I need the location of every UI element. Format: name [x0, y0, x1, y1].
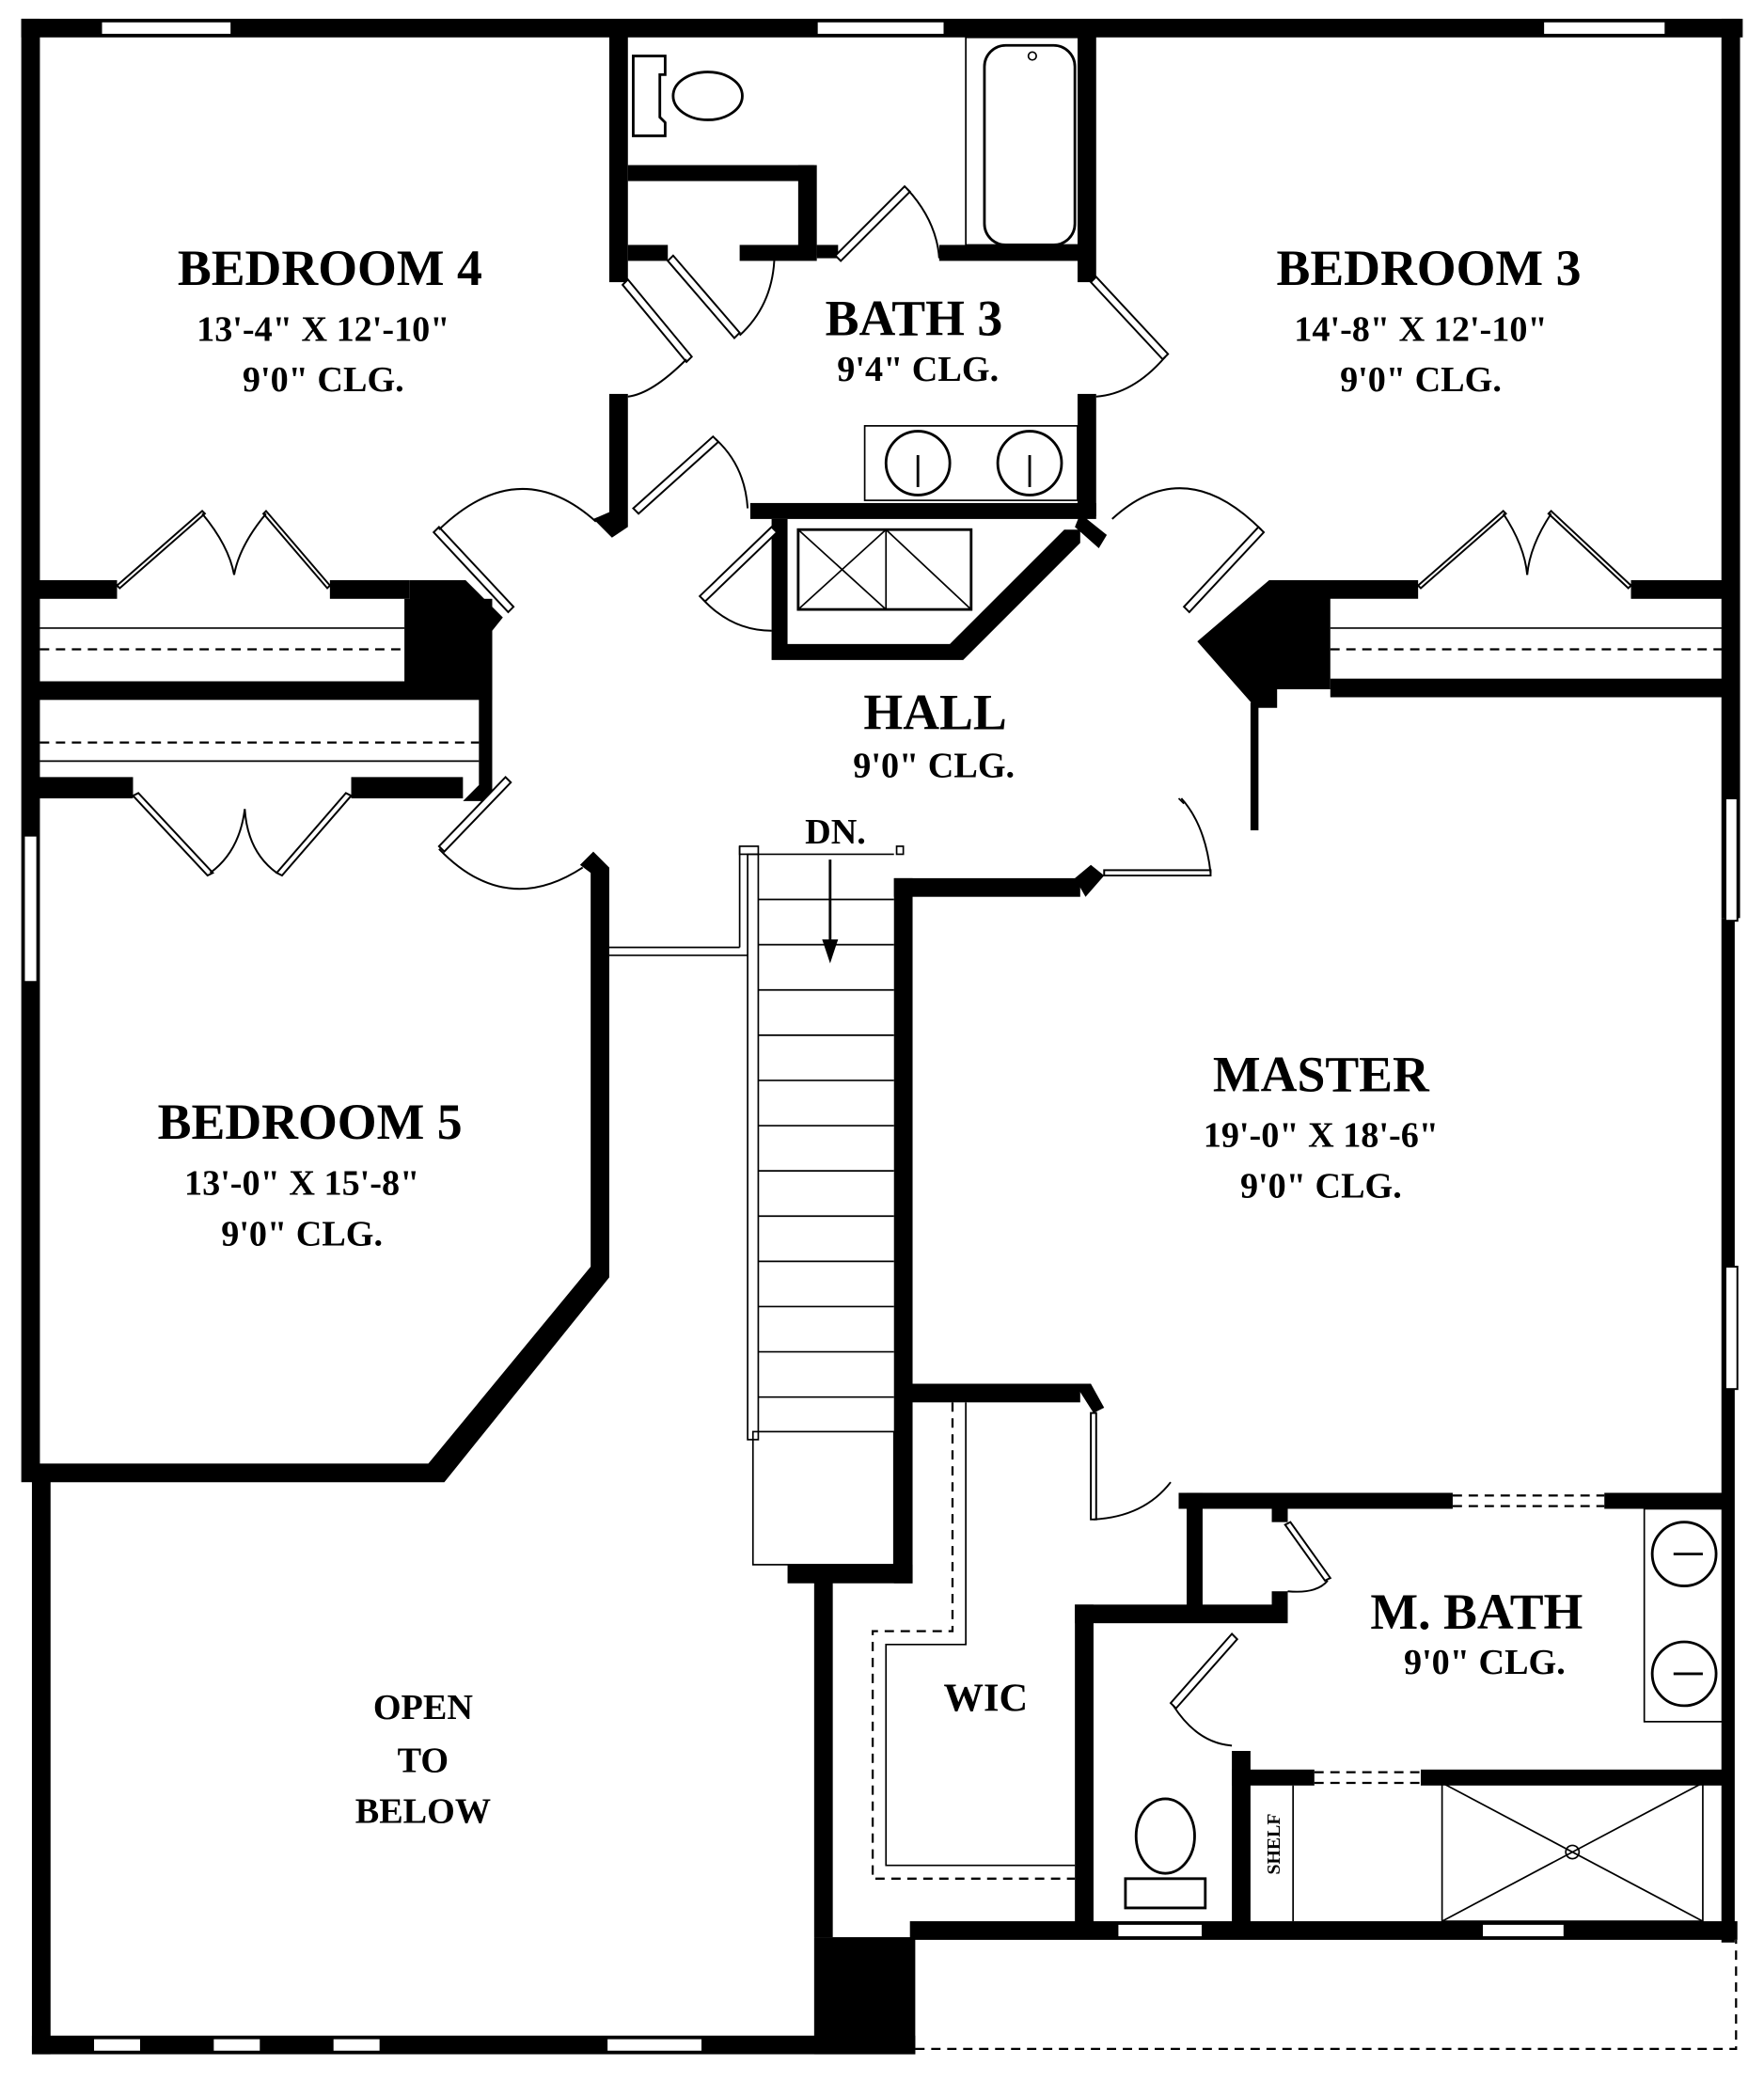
door-bedroom-3[interactable] [1111, 487, 1266, 614]
porch-outline [915, 1939, 1738, 2051]
cased-openings [1314, 1494, 1605, 1785]
svg-text:MASTER: MASTER [1213, 1046, 1430, 1102]
svg-text:BELOW: BELOW [355, 1791, 491, 1831]
door-wic[interactable] [1090, 1411, 1172, 1521]
linen-closet-icon [796, 528, 973, 611]
svg-text:9'0" CLG.: 9'0" CLG. [1340, 360, 1502, 400]
door-linen-closet[interactable] [698, 526, 779, 632]
window [1542, 20, 1667, 36]
svg-text:WIC: WIC [944, 1677, 1029, 1721]
window [815, 20, 946, 36]
window [100, 20, 233, 36]
svg-text:9'0" CLG.: 9'0" CLG. [1404, 1643, 1566, 1682]
toilet-icon [632, 55, 744, 137]
closet-door-bedroom-3[interactable] [1416, 510, 1632, 590]
svg-text:9'0" CLG.: 9'0" CLG. [1240, 1166, 1402, 1206]
window [92, 2037, 142, 2053]
room-label-bedroom-3: BEDROOM 3 14'-8" X 12'-10" 9'0" CLG. [1276, 240, 1581, 400]
closet-shelves [39, 627, 1725, 1880]
svg-text:BATH 3: BATH 3 [826, 291, 1003, 347]
svg-text:BEDROOM 3: BEDROOM 3 [1276, 240, 1581, 296]
room-label-wic: WIC [944, 1677, 1029, 1721]
door-bedroom-4[interactable] [432, 487, 597, 614]
svg-text:13'-4" X 12'-10": 13'-4" X 12'-10" [197, 309, 449, 349]
room-label-master-bath: M. BATH 9'0" CLG. [1370, 1584, 1583, 1682]
door-toilet-closet[interactable] [666, 254, 776, 339]
doors[interactable] [116, 184, 1632, 1747]
shower-icon [1292, 1782, 1704, 1922]
window [1724, 1266, 1739, 1391]
svg-text:SHELF: SHELF [1264, 1814, 1284, 1875]
svg-text:9'0" CLG.: 9'0" CLG. [221, 1214, 383, 1253]
window [606, 2037, 703, 2053]
room-label-hall: HALL 9'0" CLG. [853, 684, 1015, 785]
door-bedroom-5[interactable] [437, 775, 584, 891]
door-master-bath-linen[interactable] [1284, 1521, 1332, 1593]
shelf-label: SHELF [1264, 1814, 1284, 1875]
door-master[interactable] [1103, 797, 1212, 877]
stairs-icon[interactable] [738, 845, 905, 1566]
closet-door-bedroom-4[interactable] [116, 509, 332, 590]
room-label-bedroom-5: BEDROOM 5 13'-0" X 15'-8" 9'0" CLG. [158, 1094, 463, 1253]
windows [23, 20, 1739, 2053]
svg-text:9'0" CLG.: 9'0" CLG. [853, 746, 1015, 785]
svg-text:BEDROOM 5: BEDROOM 5 [158, 1094, 463, 1150]
svg-text:9'0" CLG.: 9'0" CLG. [243, 360, 404, 400]
window [1724, 797, 1739, 922]
window [212, 2037, 262, 2053]
door-bath-3-hall[interactable] [631, 434, 749, 515]
master-toilet-icon [1124, 1797, 1207, 1910]
door-tub-area[interactable] [834, 184, 940, 262]
stairs-down-label: DN. [805, 812, 866, 852]
window [23, 834, 39, 984]
room-label-bedroom-4: BEDROOM 4 13'-4" X 12'-10" 9'0" CLG. [178, 240, 482, 400]
room-label-master: MASTER 19'-0" X 18'-6" 9'0" CLG. [1204, 1046, 1439, 1206]
interior-walls [31, 34, 1725, 1938]
closet-door-bedroom-5[interactable] [131, 792, 354, 877]
svg-text:9'4" CLG.: 9'4" CLG. [837, 350, 999, 389]
door-bath-3-right[interactable] [1089, 275, 1170, 398]
window [1116, 1922, 1204, 1939]
svg-text:M. BATH: M. BATH [1370, 1584, 1583, 1640]
svg-text:19'-0" X 18'-6": 19'-0" X 18'-6" [1204, 1116, 1439, 1156]
door-bath-3-left[interactable] [621, 277, 694, 398]
bathtub-icon [965, 36, 1081, 246]
window [331, 2037, 382, 2053]
door-water-closet[interactable] [1169, 1632, 1239, 1747]
room-label-bath-3: BATH 3 9'4" CLG. [826, 291, 1003, 389]
room-label-open-to-below: OPEN TO BELOW [355, 1688, 491, 1831]
svg-text:HALL: HALL [863, 684, 1006, 740]
svg-text:13'-0" X 15'-8": 13'-0" X 15'-8" [184, 1164, 419, 1204]
svg-text:14'-8" X 12'-10": 14'-8" X 12'-10" [1294, 309, 1547, 349]
window [1481, 1922, 1566, 1939]
svg-text:BEDROOM 4: BEDROOM 4 [178, 240, 482, 296]
down-arrow-icon [822, 938, 839, 964]
svg-text:DN.: DN. [805, 812, 866, 852]
svg-text:TO: TO [398, 1742, 449, 1781]
master-sinks-icon [1643, 1507, 1725, 1723]
svg-text:OPEN: OPEN [373, 1688, 474, 1727]
double-sink-icon [863, 425, 1079, 501]
